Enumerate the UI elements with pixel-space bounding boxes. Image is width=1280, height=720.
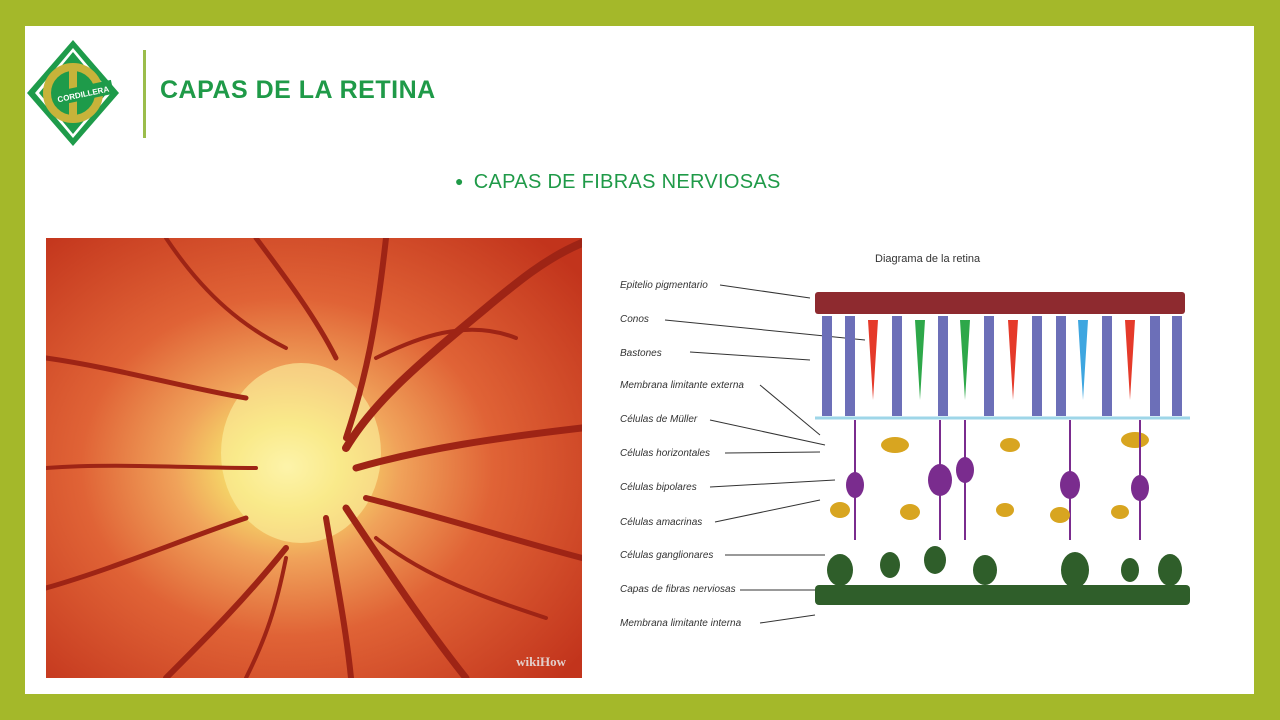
photo-watermark: wikiHow [516,654,566,669]
label-horizontales: Células horizontales [620,448,710,459]
nerve-fiber-layer [815,585,1190,605]
slide-title: CAPAS DE LA RETINA [160,76,436,104]
pigment-epithelium [815,292,1185,314]
bipolar-cells [846,420,1149,540]
label-ganglionares: Células ganglionares [620,550,713,561]
diagram-title: Diagrama de la retina [875,253,981,265]
ganglion-cells [827,546,1182,588]
title-divider [143,50,146,138]
diagram-arrows [664,284,866,624]
label-amacrinas: Células amacrinas [620,517,702,528]
photoreceptors [822,316,1182,416]
bullet-item: ● CAPAS DE FIBRAS NERVIOSAS [455,171,781,194]
bullet-text: CAPAS DE FIBRAS NERVIOSAS [473,171,781,193]
diagram-labels: Epitelio pigmentario Conos Bastones Memb… [620,280,744,629]
label-muller: Células de Müller [620,414,698,425]
optic-disc-image: wikiHow [46,238,582,678]
label-bipolares: Células bipolares [620,482,697,493]
label-conos: Conos [620,314,649,325]
label-bastones: Bastones [620,348,662,359]
cordillera-logo: CORDILLERA [27,40,119,146]
retina-diagram: Diagrama de la retina Epitelio pigmentar… [620,253,1190,629]
label-fibras: Capas de fibras nerviosas [620,584,736,595]
label-epitelio: Epitelio pigmentario [620,280,708,291]
blood-vessels [46,238,582,678]
horizontal-cells [881,432,1149,453]
label-membrana-externa: Membrana limitante externa [620,380,744,391]
slide: CORDILLERA CAPAS DE LA RETINA ● CAPAS DE … [25,26,1254,694]
label-membrana-interna: Membrana limitante interna [620,618,742,629]
amacrine-cells [830,502,1129,523]
bullet-dot-icon: ● [455,173,464,189]
